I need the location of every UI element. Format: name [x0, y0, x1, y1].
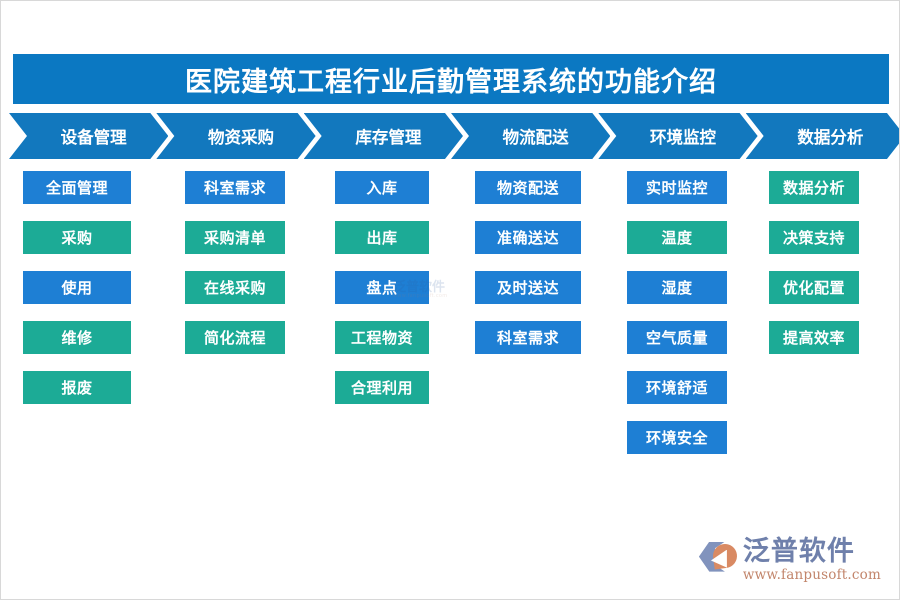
feature-cell[interactable]: 在线采购 — [185, 271, 285, 304]
feature-cell[interactable]: 科室需求 — [475, 321, 581, 354]
feature-column-1: 全面管理采购使用维修报废 — [23, 171, 131, 421]
feature-cell[interactable]: 报废 — [23, 371, 131, 404]
logo-brand-name: 泛普软件 — [742, 535, 855, 567]
feature-cell[interactable]: 优化配置 — [769, 271, 859, 304]
feature-cell-label: 物资配送 — [496, 179, 559, 197]
feature-cell[interactable]: 科室需求 — [185, 171, 285, 204]
process-step-label: 物资采购 — [207, 128, 274, 147]
feature-cell-label: 及时送达 — [496, 279, 559, 297]
feature-cell-label: 使用 — [61, 279, 93, 297]
feature-cell-label: 提高效率 — [782, 329, 845, 347]
feature-cell[interactable]: 维修 — [23, 321, 131, 354]
feature-cell[interactable]: 入库 — [335, 171, 429, 204]
feature-cell-label: 报废 — [61, 379, 93, 397]
process-step-6[interactable]: 数据分析 — [746, 113, 900, 159]
process-step-label: 环境监控 — [649, 128, 716, 147]
feature-cell[interactable]: 湿度 — [627, 271, 727, 304]
feature-cell-label: 采购清单 — [203, 229, 266, 247]
feature-cell[interactable]: 简化流程 — [185, 321, 285, 354]
feature-cell-label: 科室需求 — [496, 329, 559, 347]
feature-cell-label: 合理利用 — [350, 379, 413, 397]
feature-cell[interactable]: 工程物资 — [335, 321, 429, 354]
feature-cell[interactable]: 合理利用 — [335, 371, 429, 404]
feature-cell[interactable]: 环境安全 — [627, 421, 727, 454]
feature-cell[interactable]: 温度 — [627, 221, 727, 254]
process-step-label: 数据分析 — [797, 128, 864, 147]
page-title-bar: 医院建筑工程行业后勤管理系统的功能介绍 — [13, 54, 889, 104]
feature-cell[interactable]: 物资配送 — [475, 171, 581, 204]
feature-cell-label: 空气质量 — [645, 329, 708, 347]
feature-cell-label: 决策支持 — [782, 229, 845, 247]
process-step-3[interactable]: 库存管理 — [304, 113, 463, 159]
process-step-4[interactable]: 物流配送 — [451, 113, 610, 159]
process-step-label: 设备管理 — [60, 128, 127, 147]
feature-cell[interactable]: 出库 — [335, 221, 429, 254]
process-step-2[interactable]: 物资采购 — [156, 113, 315, 159]
feature-cell[interactable]: 使用 — [23, 271, 131, 304]
process-step-label: 库存管理 — [355, 128, 422, 147]
feature-cell[interactable]: 准确送达 — [475, 221, 581, 254]
feature-cell[interactable]: 环境舒适 — [627, 371, 727, 404]
feature-column-2: 科室需求采购清单在线采购简化流程 — [185, 171, 285, 371]
process-step-1[interactable]: 设备管理 — [9, 113, 168, 159]
feature-cell-label: 准确送达 — [496, 229, 559, 247]
feature-cell[interactable]: 数据分析 — [769, 171, 859, 204]
feature-cell-label: 盘点 — [366, 279, 398, 297]
feature-cell-label: 全面管理 — [45, 179, 108, 197]
feature-cell-label: 温度 — [661, 229, 693, 247]
feature-cell-label: 简化流程 — [203, 329, 266, 347]
feature-column-6: 数据分析决策支持优化配置提高效率 — [769, 171, 859, 371]
feature-cell[interactable]: 空气质量 — [627, 321, 727, 354]
feature-cell-label: 环境安全 — [645, 429, 708, 447]
process-step-5[interactable]: 环境监控 — [598, 113, 757, 159]
feature-cell[interactable]: 全面管理 — [23, 171, 131, 204]
feature-column-4: 物资配送准确送达及时送达科室需求 — [475, 171, 581, 371]
feature-cell[interactable]: 及时送达 — [475, 271, 581, 304]
feature-cell[interactable]: 决策支持 — [769, 221, 859, 254]
process-step-label: 物流配送 — [502, 128, 569, 147]
feature-column-5: 实时监控温度湿度空气质量环境舒适环境安全 — [627, 171, 727, 471]
feature-cell-label: 出库 — [366, 229, 398, 247]
feature-cell-label: 采购 — [61, 229, 93, 247]
process-step-bar: 设备管理 物资采购 库存管理 物流配送 环境监控 数据分析 — [9, 113, 893, 159]
feature-cell-label: 入库 — [366, 179, 398, 197]
fanpu-logo-icon — [698, 540, 739, 574]
feature-cell[interactable]: 提高效率 — [769, 321, 859, 354]
feature-cell[interactable]: 实时监控 — [627, 171, 727, 204]
feature-cell-label: 湿度 — [661, 279, 693, 297]
feature-column-3: 入库出库盘点工程物资合理利用 — [335, 171, 429, 421]
feature-cell-label: 实时监控 — [645, 179, 708, 197]
feature-cell-label: 优化配置 — [782, 279, 845, 297]
feature-cell-label: 数据分析 — [782, 179, 845, 197]
logo-text-group: 泛普软件 www.fanpusoft.com — [742, 535, 881, 583]
feature-cell-label: 在线采购 — [203, 279, 266, 297]
feature-cell[interactable]: 采购 — [23, 221, 131, 254]
feature-cell[interactable]: 采购清单 — [185, 221, 285, 254]
feature-cell-label: 工程物资 — [350, 329, 413, 347]
feature-cell[interactable]: 盘点 — [335, 271, 429, 304]
brand-logo: 泛普软件 www.fanpusoft.com — [698, 535, 881, 583]
logo-website-url: www.fanpusoft.com — [742, 567, 881, 583]
feature-cell-label: 维修 — [61, 329, 93, 347]
feature-cell-label: 环境舒适 — [645, 379, 708, 397]
feature-cell-label: 科室需求 — [203, 179, 266, 197]
page-title: 医院建筑工程行业后勤管理系统的功能介绍 — [185, 66, 717, 98]
